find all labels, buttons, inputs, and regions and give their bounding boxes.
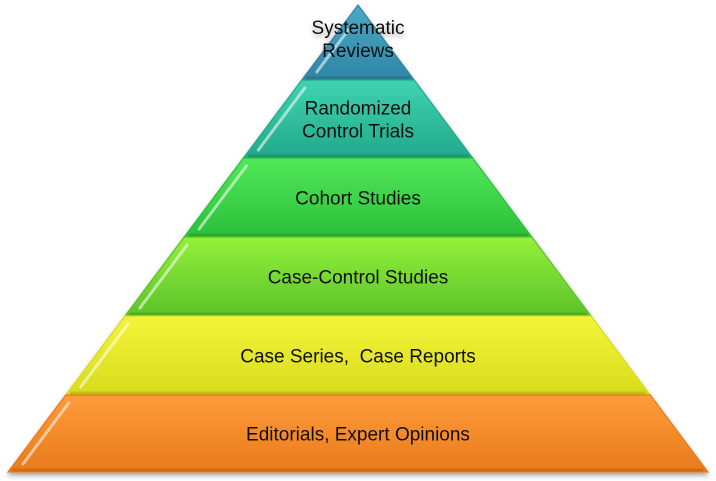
pyramid-level-3: Cohort Studies (182, 157, 534, 238)
pyramid-level-5: Case Series, Case Reports (64, 315, 652, 396)
pyramid-level-label: Case Series, Case Reports (240, 347, 476, 368)
pyramid-level-label: Cohort Studies (295, 189, 421, 210)
pyramid-level-4: Case-Control Studies (123, 236, 593, 317)
label-line: Randomized (305, 99, 412, 120)
label-line: Reviews (322, 41, 394, 62)
bevel-highlight (315, 28, 350, 74)
pyramid-level-6: Editorials, Expert Opinions (6, 394, 710, 473)
bevel-highlight (256, 86, 307, 152)
label-line: Control Trials (302, 122, 414, 143)
label-line: Systematic (312, 18, 405, 39)
pyramid-level-label: Case-Control Studies (268, 268, 449, 289)
label-line: Case Series, Case Reports (240, 347, 476, 368)
bevel-highlight (21, 401, 71, 466)
pyramid-level-shape (6, 394, 710, 473)
bevel-highlight (138, 243, 189, 310)
label-line: Editorials, Expert Opinions (246, 425, 470, 446)
label-line: Case-Control Studies (268, 268, 449, 289)
label-line: Cohort Studies (295, 189, 421, 210)
bevel-highlight (197, 164, 248, 231)
pyramid-level-label: Editorials, Expert Opinions (246, 425, 470, 446)
bevel-highlight (79, 322, 130, 389)
